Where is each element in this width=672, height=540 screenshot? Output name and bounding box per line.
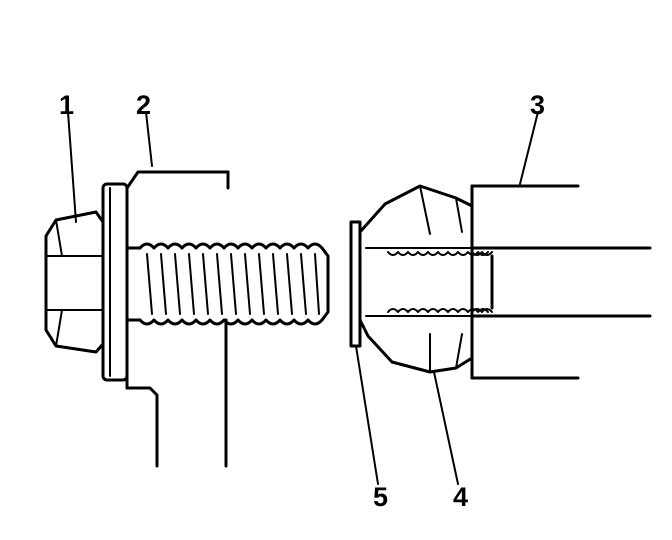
bolt-shank <box>125 242 330 326</box>
callout-1: 1 <box>59 90 74 120</box>
bracket <box>125 170 230 468</box>
leader-lines <box>67 111 539 485</box>
callout-3: 3 <box>530 90 545 120</box>
callout-2: 2 <box>136 90 151 120</box>
callout-numbers: 1 2 3 5 4 <box>59 90 545 512</box>
callout-5: 5 <box>373 482 388 512</box>
callout-4: 4 <box>453 482 468 512</box>
nut <box>358 184 489 374</box>
threaded-stud <box>470 184 652 380</box>
bolt-head <box>44 182 129 382</box>
